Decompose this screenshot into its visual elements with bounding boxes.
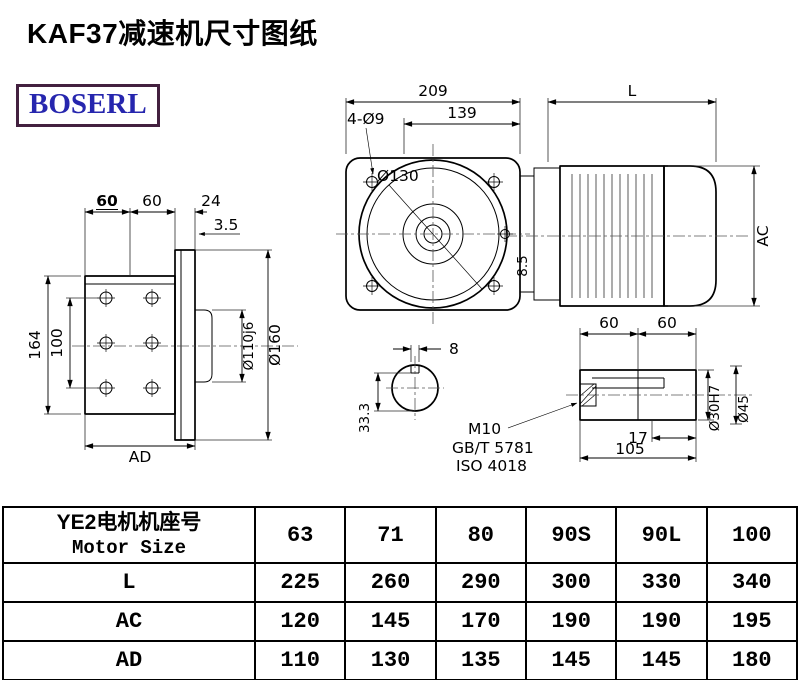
thread-note-gbt: GB/T 5781 bbox=[452, 439, 534, 457]
row-label-AD: AD bbox=[2, 640, 256, 680]
cell-AC-0: 120 bbox=[253, 601, 347, 642]
dim-33-3-label: 33.3 bbox=[357, 403, 373, 433]
motor-size-80: 80 bbox=[434, 506, 527, 564]
dim-60c-label: 60 bbox=[599, 314, 619, 332]
dim-60-right-label: 60 bbox=[142, 192, 162, 210]
row-label-AC: AC bbox=[2, 601, 256, 642]
cell-L-0: 225 bbox=[253, 562, 347, 603]
dia-160-label: Ø160 bbox=[266, 324, 284, 366]
gearbox-side-view: 60 60 24 3.5 164 100 AD Ø110j6 bbox=[26, 192, 298, 466]
dia-30H7-label: Ø30H7 bbox=[707, 385, 723, 432]
dim-24-label: 24 bbox=[201, 192, 221, 210]
dim-8-5-label: 8.5 bbox=[515, 255, 531, 276]
motor-size-90L: 90L bbox=[615, 506, 708, 564]
motor-size-90S: 90S bbox=[524, 506, 618, 564]
dim-100-label: 100 bbox=[48, 328, 66, 358]
dia-45-label: Ø45 bbox=[736, 395, 752, 423]
dim-8-label: 8 bbox=[449, 340, 459, 358]
front-flange-view: 209 139 4-Ø9 Ø130 bbox=[336, 82, 530, 324]
dim-3-5-label: 3.5 bbox=[214, 216, 239, 234]
cell-AC-4: 190 bbox=[615, 601, 708, 642]
cell-AD-0: 110 bbox=[253, 640, 347, 680]
dim-60d-label: 60 bbox=[657, 314, 677, 332]
cell-L-3: 300 bbox=[524, 562, 618, 603]
dim-164-label: 164 bbox=[26, 330, 44, 360]
dim-60-left-label: 60 bbox=[96, 192, 118, 210]
thread-note-m10: M10 bbox=[468, 420, 501, 438]
dia-110j6-label: Ø110j6 bbox=[241, 322, 257, 371]
cell-L-4: 330 bbox=[615, 562, 708, 603]
cell-AC-1: 145 bbox=[344, 601, 437, 642]
table-row-AC: AC 120 145 170 190 190 195 bbox=[2, 601, 799, 642]
brand-logo: BOSERL bbox=[16, 84, 160, 127]
dim-L-label: L bbox=[628, 82, 637, 100]
cell-AC-5: 195 bbox=[705, 601, 799, 642]
table-row-AD: AD 110 130 135 145 145 180 bbox=[2, 640, 799, 680]
cell-AC-2: 170 bbox=[434, 601, 527, 642]
cell-L-1: 260 bbox=[344, 562, 437, 603]
thread-note-iso: ISO 4018 bbox=[456, 457, 527, 475]
motor-size-63: 63 bbox=[253, 506, 347, 564]
shaft-end-view: 8 33.3 M10 GB/T 5781 ISO 4018 bbox=[357, 340, 578, 475]
cell-AD-1: 130 bbox=[344, 640, 437, 680]
dim-209-label: 209 bbox=[418, 82, 448, 100]
shaft-detail-view: 60 60 17 105 Ø30H7 Ø45 bbox=[566, 314, 752, 462]
dim-AC-label: AC bbox=[754, 225, 772, 246]
dim-105-label: 105 bbox=[615, 440, 645, 458]
dia-130-label: Ø130 bbox=[377, 167, 419, 185]
table-row-L: L 225 260 290 300 330 340 bbox=[2, 562, 799, 603]
cell-AD-4: 145 bbox=[615, 640, 708, 680]
dimension-drawing: 209 139 4-Ø9 Ø130 bbox=[26, 82, 772, 475]
row-label-L: L bbox=[2, 562, 256, 603]
table-header-row: YE2电机机座号 Motor Size 63 71 80 90S 90L 100 bbox=[2, 506, 799, 564]
motor-size-table: YE2电机机座号 Motor Size 63 71 80 90S 90L 100… bbox=[2, 506, 799, 680]
cell-L-2: 290 bbox=[434, 562, 527, 603]
cell-L-5: 340 bbox=[705, 562, 799, 603]
cell-AC-3: 190 bbox=[524, 601, 618, 642]
page-title: KAF37减速机尺寸图纸 bbox=[27, 18, 318, 49]
motor-side-view: L AC 8.5 bbox=[505, 82, 772, 307]
motor-size-71: 71 bbox=[344, 506, 437, 564]
dim-17-label: 17 bbox=[628, 429, 648, 447]
motor-size-100: 100 bbox=[705, 506, 799, 564]
dim-AD-label: AD bbox=[129, 448, 152, 466]
cell-AD-3: 145 bbox=[524, 640, 618, 680]
bolt-note-label: 4-Ø9 bbox=[347, 110, 385, 128]
motor-size-header-en: Motor Size bbox=[71, 536, 187, 559]
dim-139-label: 139 bbox=[447, 104, 477, 122]
motor-size-header-cell: YE2电机机座号 Motor Size bbox=[2, 506, 256, 564]
cell-AD-5: 180 bbox=[705, 640, 799, 680]
cell-AD-2: 135 bbox=[434, 640, 527, 680]
motor-size-header-cn: YE2电机机座号 bbox=[56, 511, 202, 535]
